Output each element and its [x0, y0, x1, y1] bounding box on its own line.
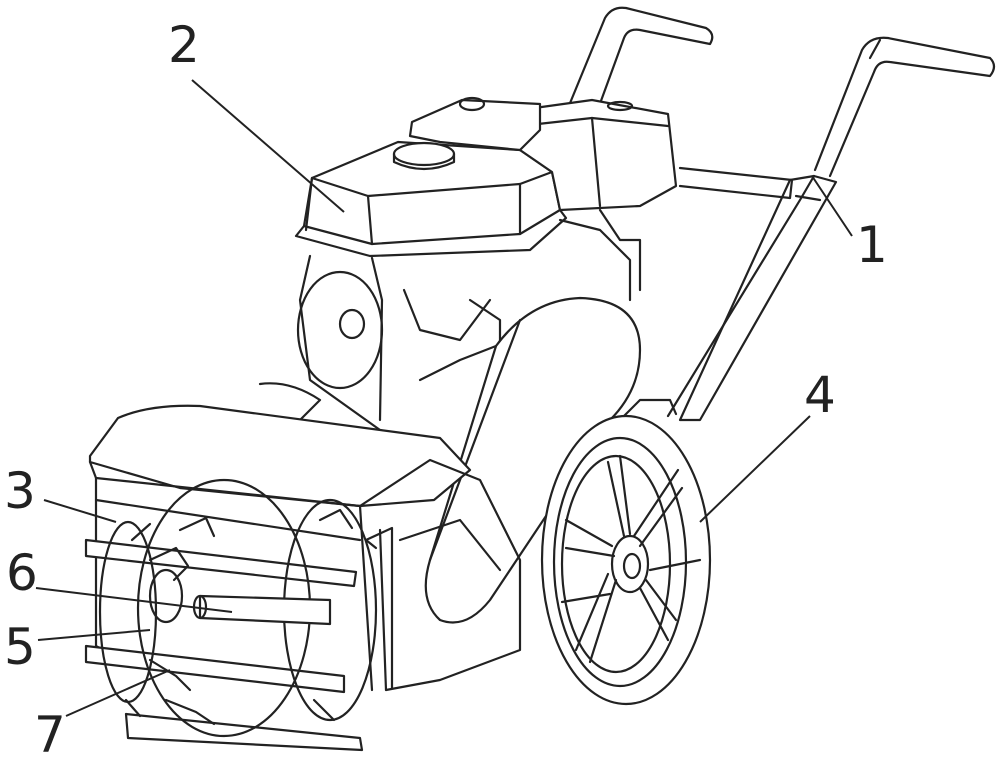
engine-assembly	[258, 96, 678, 442]
callout-5: 5	[4, 618, 36, 676]
leader-5	[37, 629, 151, 641]
callout-4: 4	[804, 366, 836, 424]
handle-assembly	[566, 6, 996, 422]
callout-labels: 1 2 3 4 5 6 7	[4, 16, 888, 764]
tine-assembly	[98, 478, 378, 738]
leader-7	[65, 669, 171, 717]
leader-4	[699, 415, 811, 523]
callout-2: 2	[168, 16, 200, 74]
leader-6	[35, 587, 233, 613]
leader-2	[191, 79, 345, 213]
callout-1: 1	[856, 216, 888, 274]
wheel-assembly	[540, 414, 712, 706]
leader-lines	[35, 79, 853, 717]
leader-3	[43, 499, 117, 523]
belt-cover	[418, 296, 678, 624]
callout-3: 3	[4, 462, 36, 520]
tine-shaft	[148, 568, 332, 626]
leader-1	[811, 175, 853, 237]
callout-7: 7	[34, 706, 66, 764]
callout-6: 6	[6, 544, 38, 602]
